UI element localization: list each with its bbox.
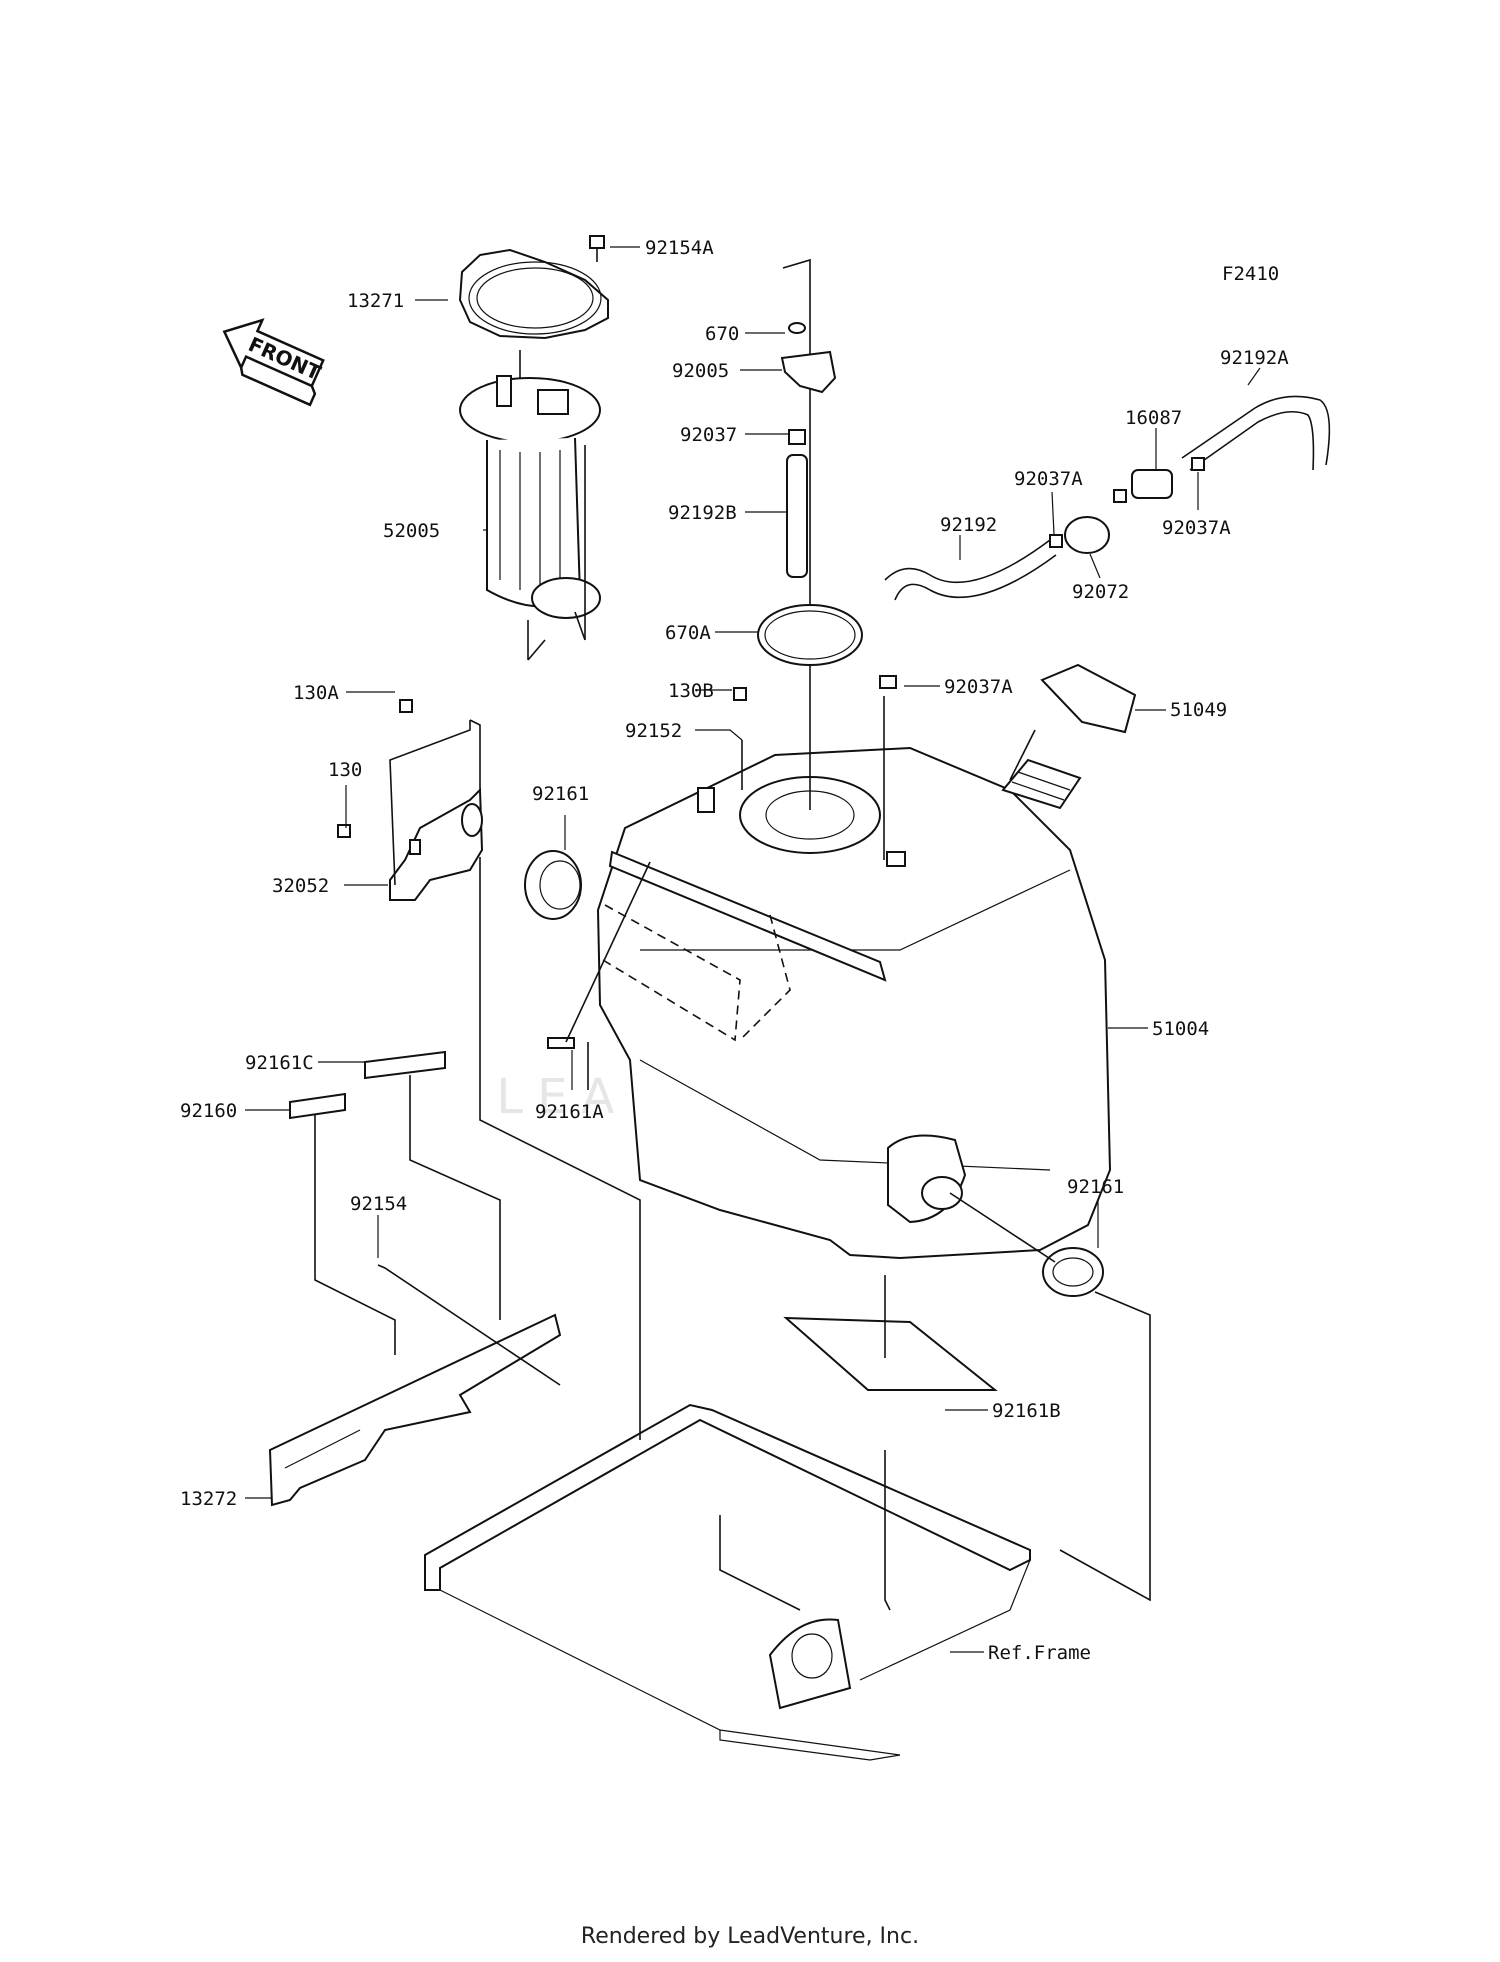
- grommet-92161-lower: [1042, 1247, 1104, 1297]
- front-arrow-icon: FRONT: [222, 318, 325, 407]
- label-92192A: 92192A: [1220, 347, 1289, 369]
- label-130B: 130B: [668, 680, 714, 702]
- leader-lines: [245, 246, 1261, 1653]
- label-16087: 16087: [1125, 407, 1182, 429]
- part-labels: 92154A 13271 52005 670 92005 92037 92192…: [180, 237, 1289, 1664]
- figure-code: F2410: [1222, 263, 1279, 285]
- fuel-pump-gasket-13271: [458, 248, 609, 340]
- grommet-92161-upper: [524, 850, 582, 920]
- label-ref-frame: Ref.Frame: [988, 1642, 1091, 1664]
- footer-credit: Rendered by LeadVenture, Inc.: [580, 1924, 920, 1949]
- label-92152: 92152: [625, 720, 682, 742]
- bracket-13272: [268, 1313, 562, 1507]
- label-92161-upper: 92161: [532, 783, 589, 805]
- label-92161-lower: 92161: [1067, 1176, 1124, 1198]
- label-92005: 92005: [672, 360, 729, 382]
- label-92192: 92192: [940, 514, 997, 536]
- label-92037A-lower: 92037A: [944, 676, 1013, 698]
- label-92161A: 92161A: [535, 1101, 604, 1123]
- label-92154: 92154: [350, 1193, 407, 1215]
- ref-frame: [424, 1403, 1031, 1761]
- label-92037A-left: 92037A: [1014, 468, 1083, 490]
- label-92160: 92160: [180, 1100, 237, 1122]
- breather-hoses: [879, 395, 1331, 689]
- label-92037A-right: 92037A: [1162, 517, 1231, 539]
- label-13272: 13272: [180, 1488, 237, 1510]
- label-92037: 92037: [680, 424, 737, 446]
- bracket-32052: [337, 687, 747, 901]
- label-51004: 51004: [1152, 1018, 1209, 1040]
- o-ring-670A: [757, 604, 863, 666]
- label-51049: 51049: [1170, 699, 1227, 721]
- label-670: 670: [705, 323, 739, 345]
- label-92192B: 92192B: [668, 502, 737, 524]
- label-92161B: 92161B: [992, 1400, 1061, 1422]
- label-32052: 32052: [272, 875, 329, 897]
- label-92072: 92072: [1072, 581, 1129, 603]
- label-130: 130: [328, 759, 362, 781]
- label-92154A: 92154A: [645, 237, 714, 259]
- fuel-pump-52005: [459, 350, 601, 661]
- label-670A: 670A: [665, 622, 711, 644]
- label-52005: 52005: [383, 520, 440, 542]
- fuel-tank-51004: [596, 663, 1137, 1260]
- bolt-92154A: [589, 235, 605, 262]
- assembly-lines: [314, 665, 1151, 1611]
- label-13271: 13271: [347, 290, 404, 312]
- pads: [289, 1037, 998, 1391]
- gauge-sender-92005: [780, 322, 837, 578]
- label-92161C: 92161C: [245, 1052, 314, 1074]
- front-label: FRONT: [245, 332, 325, 385]
- label-130A: 130A: [293, 682, 339, 704]
